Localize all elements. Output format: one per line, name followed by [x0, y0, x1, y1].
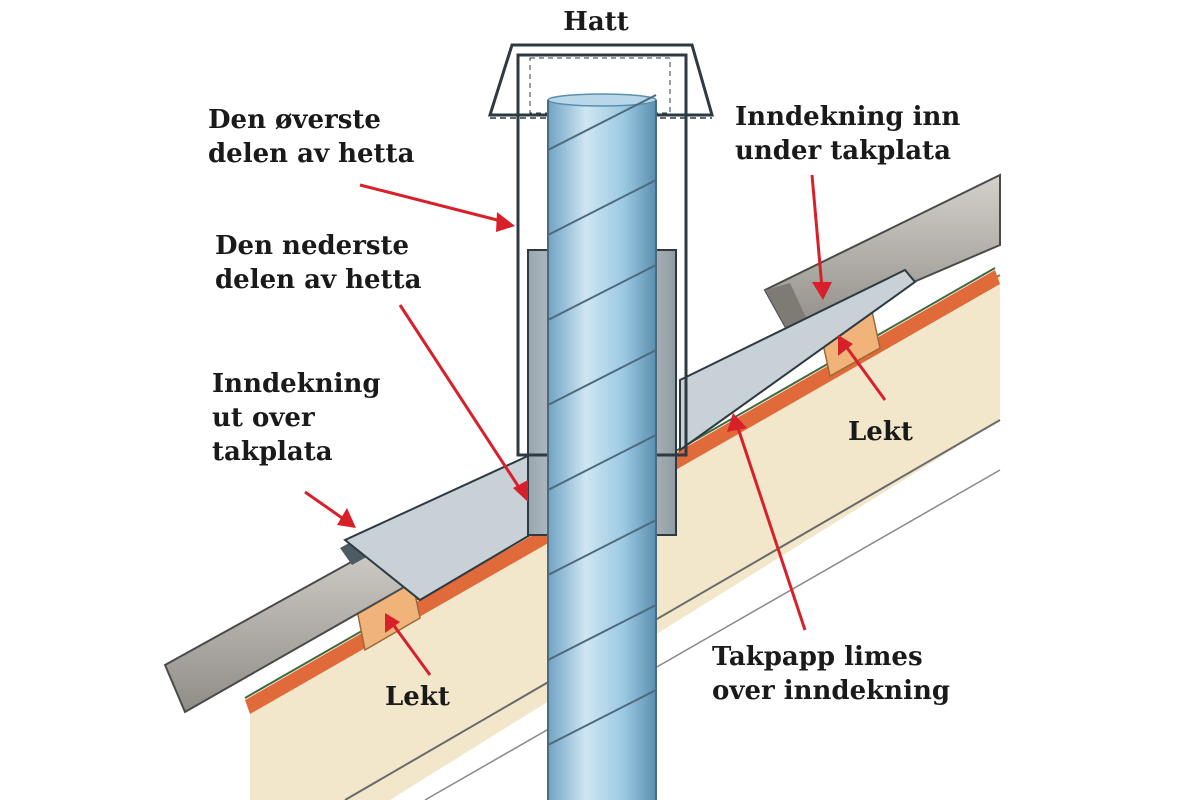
- label-lekt-left: Lekt: [385, 682, 450, 712]
- label-lekt-right: Lekt: [848, 417, 913, 447]
- arrow-top-part: [359, 183, 515, 232]
- arrow-flashing-over: [304, 490, 356, 528]
- label-top-part: Den øverste delen av hetta: [208, 105, 415, 169]
- label-bottom-part: Den nederste delen av hetta: [215, 231, 422, 295]
- spiral-pipe: [547, 93, 657, 800]
- label-top-part-line-2: delen av hetta: [208, 139, 415, 169]
- arrow-bottom-part: [398, 304, 528, 502]
- arrow-flashing-under: [810, 174, 832, 300]
- label-flashing-over: Inndekning ut over takplata: [212, 369, 390, 467]
- label-flashing-under-line-1: Inndekning inn: [735, 102, 960, 132]
- label-flashing-over-line-2: ut over: [212, 403, 315, 433]
- label-flashing-under: Inndekning inn under takplata: [735, 102, 969, 166]
- label-top-part-line-1: Den øverste: [208, 105, 381, 135]
- label-roofing-felt-line-1: Takpapp limes: [712, 642, 923, 672]
- label-bottom-part-line-2: delen av hetta: [215, 265, 422, 295]
- arrow-lekt-right: [838, 335, 887, 401]
- arrow-roofing-felt: [727, 413, 807, 631]
- label-bottom-part-line-1: Den nederste: [215, 231, 409, 261]
- label-flashing-over-line-3: takplata: [212, 437, 333, 467]
- label-roofing-felt: Takpapp limes over inndekning: [712, 642, 950, 706]
- label-flashing-under-line-2: under takplata: [735, 136, 951, 166]
- arrow-lekt-left: [385, 613, 432, 676]
- label-roofing-felt-line-2: over inndekning: [712, 676, 950, 706]
- label-hatt: Hatt: [563, 7, 628, 37]
- label-flashing-over-line-1: Inndekning: [212, 369, 381, 399]
